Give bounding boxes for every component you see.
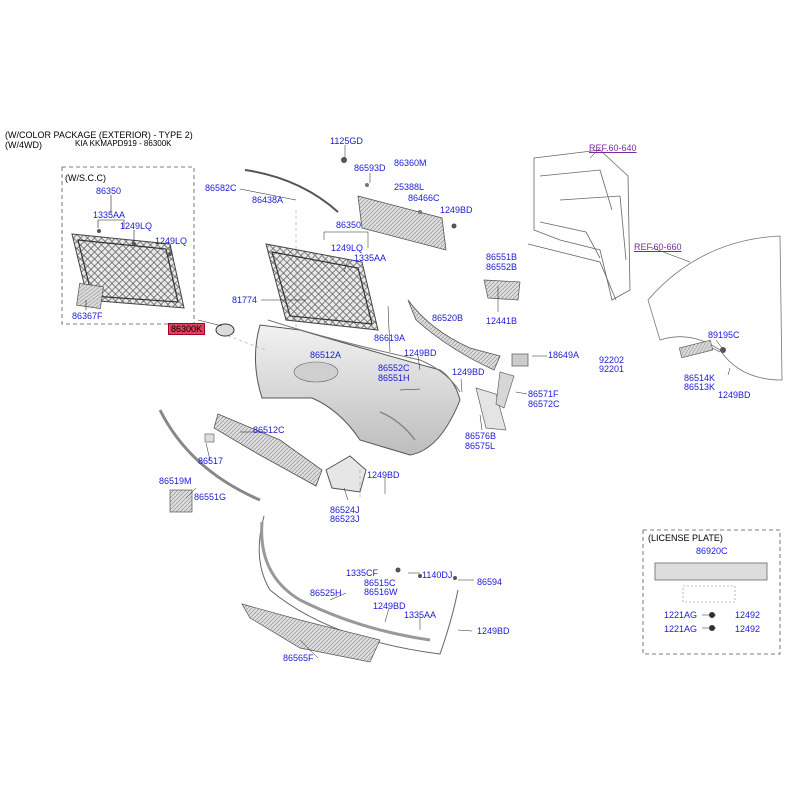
part-label[interactable]: 86619A <box>374 333 406 343</box>
license-box <box>642 529 781 655</box>
part-label[interactable]: 1249BD <box>440 205 473 215</box>
part-label[interactable]: 1335CF <box>346 568 379 578</box>
part-label[interactable]: 12441B <box>486 316 518 326</box>
scc-box-title: (W/S.C.C) <box>65 173 106 183</box>
part-label[interactable]: 86523J <box>330 514 360 524</box>
license-box-title: (LICENSE PLATE) <box>648 533 723 543</box>
scc-box <box>61 166 195 325</box>
front-bumper-cover <box>254 324 461 456</box>
part-label[interactable]: 86350 <box>96 186 122 196</box>
highlighted-part-label[interactable]: 86300K <box>168 323 206 335</box>
sensor <box>511 353 529 367</box>
part-label[interactable]: 86367F <box>72 311 103 321</box>
part-label[interactable]: 86466C <box>408 193 440 203</box>
part-label[interactable]: 1249LQ <box>331 243 364 253</box>
part-label[interactable]: 1249BD <box>452 367 485 377</box>
header-model: KIA KKMAPD919 - 86300K <box>75 139 172 148</box>
part-label[interactable]: 86551B <box>486 252 518 262</box>
fender <box>647 235 783 381</box>
body-frame <box>527 149 631 301</box>
side-bracket <box>407 299 501 371</box>
part-label[interactable]: 92202 <box>599 355 625 365</box>
part-label[interactable]: 1249BD <box>404 348 437 358</box>
part-label[interactable]: 12492 <box>735 610 761 620</box>
part-label[interactable]: 1125GD <box>330 136 363 146</box>
part-label[interactable]: 25388L <box>394 182 425 192</box>
part-label[interactable]: 86582C <box>205 183 237 193</box>
part-label[interactable]: 86512C <box>253 425 285 435</box>
ref-link[interactable]: REF.60-660 <box>634 242 682 252</box>
part-label[interactable]: 86515C <box>364 578 396 588</box>
part-label[interactable]: 86512A <box>310 350 342 360</box>
ref-link[interactable]: REF.60-640 <box>589 143 637 153</box>
scc-sensor-cover <box>76 283 104 309</box>
part-label[interactable]: 86514K <box>684 373 716 383</box>
part-label[interactable]: 1221AG <box>664 624 698 634</box>
part-label[interactable]: 1335AA <box>354 253 387 263</box>
part-label[interactable]: 1249LQ <box>120 221 153 231</box>
part-label[interactable]: 86575L <box>465 441 496 451</box>
part-label[interactable]: 86552B <box>486 262 518 272</box>
part-label[interactable]: 1249BD <box>373 601 406 611</box>
side-trim <box>475 387 507 431</box>
part-label[interactable]: 86552C <box>378 363 410 373</box>
part-label[interactable]: 86572C <box>528 399 560 409</box>
part-label[interactable]: 1249BD <box>477 626 510 636</box>
upper-support <box>357 195 447 251</box>
part-label[interactable]: 86551G <box>194 492 227 502</box>
part-label[interactable]: 1335AA <box>404 610 437 620</box>
side-mount-bracket <box>483 279 521 301</box>
fender-bracket <box>678 339 714 359</box>
part-label[interactable]: 1249BD <box>718 390 751 400</box>
part-label[interactable]: 86350 <box>336 220 362 230</box>
part-label[interactable]: 86520B <box>432 313 464 323</box>
part-label[interactable]: 18649A <box>548 350 580 360</box>
emblem <box>215 323 235 337</box>
part-label[interactable]: 86519M <box>159 476 192 486</box>
part-label[interactable]: 92201 <box>599 364 625 374</box>
part-label[interactable]: 86920C <box>696 546 728 556</box>
license-bracket <box>169 489 193 513</box>
part-label[interactable]: 81774 <box>232 295 258 305</box>
part-label[interactable]: 86517 <box>198 456 224 466</box>
part-label[interactable]: 1221AG <box>664 610 698 620</box>
leader-lines <box>185 145 731 659</box>
part-label[interactable]: 1249LQ <box>155 236 188 246</box>
header-line-2: (W/4WD) <box>5 140 42 150</box>
part-label[interactable]: 86593D <box>354 163 386 173</box>
part-label[interactable]: 86360M <box>394 158 427 168</box>
header-line-1: (W/COLOR PACKAGE (EXTERIOR) - TYPE 2) <box>5 130 193 140</box>
part-label[interactable]: 86571F <box>528 389 559 399</box>
upper-trim <box>244 169 339 213</box>
part-label[interactable]: 12492 <box>735 624 761 634</box>
lower-lip-left <box>158 409 261 502</box>
part-label[interactable]: 86565F <box>283 653 314 663</box>
part-label[interactable]: 86513K <box>684 382 716 392</box>
part-label[interactable]: 86524J <box>330 505 360 515</box>
part-label[interactable]: 86576B <box>465 431 497 441</box>
part-label[interactable]: 86438A <box>252 195 284 205</box>
part-label[interactable]: 86525H <box>310 588 342 598</box>
main-grille <box>265 243 379 331</box>
part-label[interactable]: 1249BD <box>367 470 400 480</box>
part-label[interactable]: 1335AA <box>93 210 126 220</box>
part-label[interactable]: 86516W <box>364 587 398 597</box>
lower-guard <box>241 603 381 663</box>
part-label[interactable]: 86594 <box>477 577 503 587</box>
part-label[interactable]: 1140DJ <box>422 570 453 580</box>
part-label[interactable]: 86551H <box>378 373 410 383</box>
fog-garnish <box>325 455 367 493</box>
part-label[interactable]: 89195C <box>708 330 740 340</box>
